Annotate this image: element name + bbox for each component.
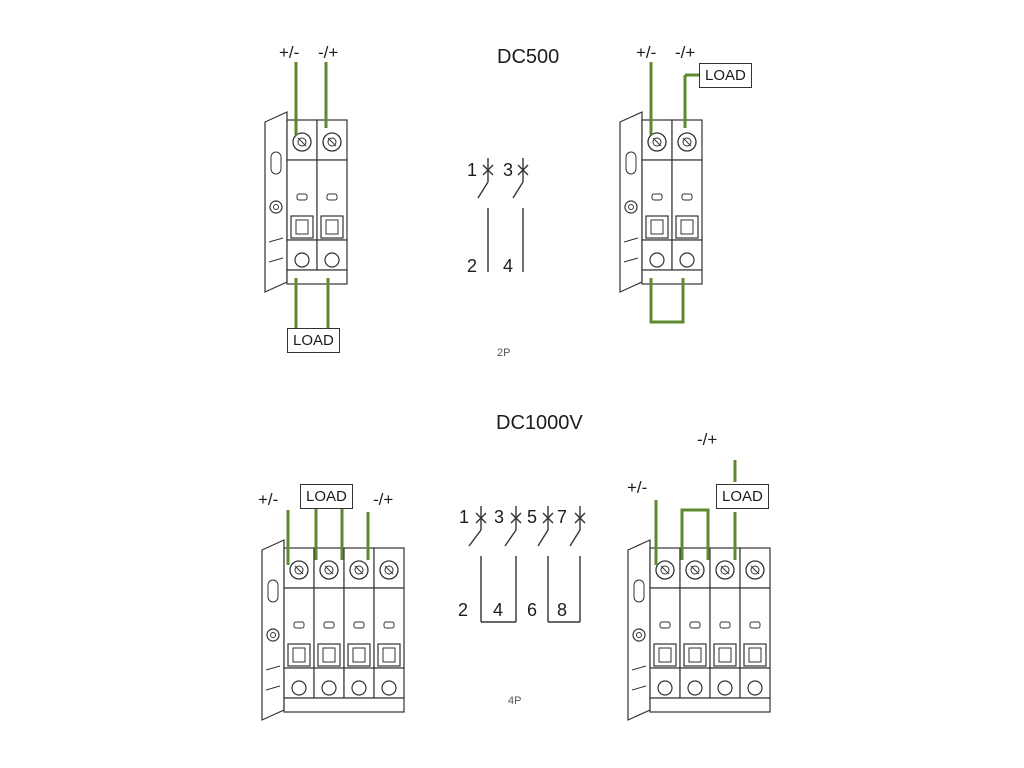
wire-4p-right-bridge: [680, 508, 710, 560]
caption-2p: 2P: [497, 347, 511, 359]
terminal-4p-1: 1: [459, 507, 470, 527]
breaker-4p-left: [261, 539, 405, 721]
label-2p-right-neg: -/+: [675, 43, 696, 62]
title-dc500: DC500: [497, 46, 560, 68]
wire-2p-right-bridge: [649, 278, 685, 324]
terminal-4p-8: 8: [557, 600, 568, 620]
terminal-2p-4: 4: [503, 256, 514, 276]
label-4p-right-neg: -/+: [697, 430, 718, 449]
breaker-2p-right: [619, 111, 703, 293]
terminal-4p-3: 3: [494, 507, 505, 527]
label-2p-right-pos: +/-: [636, 43, 657, 62]
terminal-4p-7: 7: [557, 507, 568, 527]
load-box-4p-left: LOAD: [300, 484, 353, 509]
terminal-4p-6: 6: [527, 600, 538, 620]
label-4p-left-neg: -/+: [373, 490, 394, 509]
terminal-2p-3: 3: [503, 160, 514, 180]
terminal-2p-2: 2: [467, 256, 478, 276]
terminal-4p-2: 2: [458, 600, 469, 620]
title-dc1000v: DC1000V: [496, 412, 583, 434]
caption-4p: 4P: [508, 695, 522, 707]
schematic-2p: [477, 157, 529, 272]
circuit-breaker-icon: [286, 119, 318, 271]
label-4p-right-pos: +/-: [627, 478, 648, 497]
terminal-2p-1: 1: [467, 160, 478, 180]
breaker-2p-left: [264, 111, 348, 293]
breaker-4p-right: [627, 539, 771, 721]
label-4p-left-pos: +/-: [258, 490, 279, 509]
switch-contact-icon: [482, 157, 494, 183]
load-box-4p-right: LOAD: [716, 484, 769, 509]
load-box-2p-left: LOAD: [287, 328, 340, 353]
label-2p-left-pos: +/-: [279, 43, 300, 62]
terminal-4p-5: 5: [527, 507, 538, 527]
schematic-4p: [468, 505, 586, 623]
load-box-2p-right: LOAD: [699, 63, 752, 88]
label-2p-left-neg: -/+: [318, 43, 339, 62]
terminal-4p-4: 4: [493, 600, 504, 620]
